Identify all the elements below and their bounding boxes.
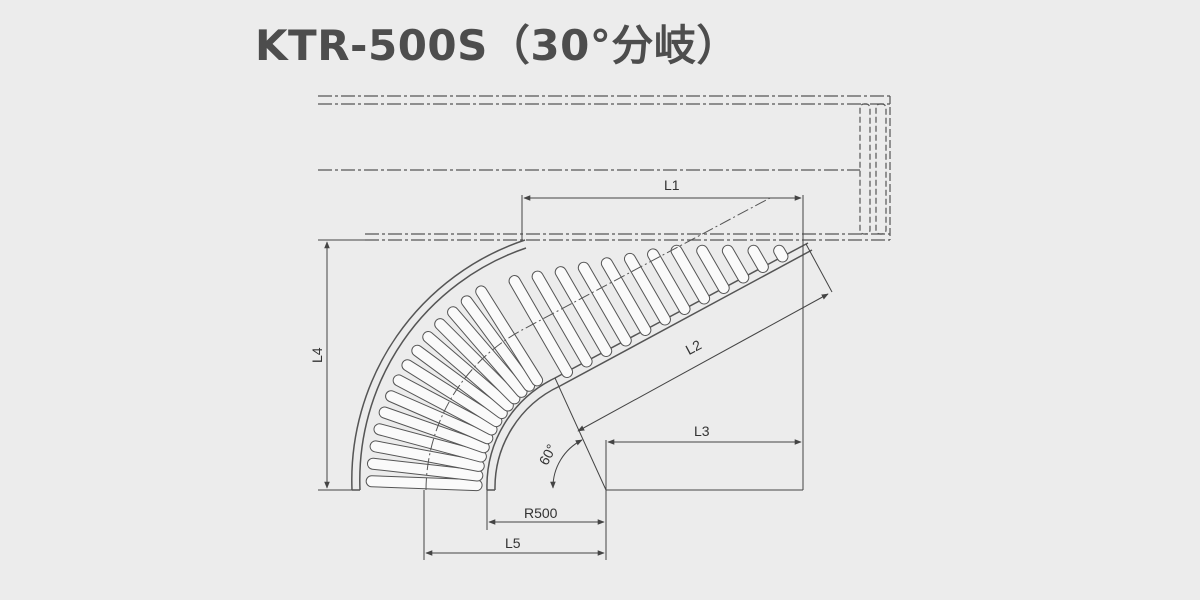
roller-23	[696, 244, 730, 294]
curve-frames	[351, 239, 813, 491]
roller-6	[385, 390, 494, 445]
roller-8	[401, 359, 503, 428]
roller-26	[773, 244, 789, 263]
roller-2	[366, 457, 484, 482]
roller-1	[365, 475, 483, 492]
roller-group	[365, 244, 789, 492]
dimension-lines	[318, 195, 833, 560]
roller-11	[434, 318, 521, 405]
dimension-label-l4: L4	[309, 347, 325, 363]
roller-5	[378, 406, 490, 454]
dimension-label-l2: L2	[683, 336, 704, 358]
dimension-label-radius: R500	[524, 505, 558, 521]
roller-24	[721, 244, 750, 284]
center-line	[425, 197, 771, 491]
angle-label: 60°	[535, 441, 559, 467]
roller-14	[475, 285, 544, 387]
roller-20	[623, 252, 671, 326]
dimension-label-l1: L1	[664, 177, 680, 193]
roller-13	[460, 295, 536, 392]
roller-9	[411, 344, 508, 420]
dimension-label-l5: L5	[505, 535, 521, 551]
roller-15	[508, 275, 574, 378]
roller-7	[392, 374, 498, 436]
roller-10	[422, 331, 514, 412]
roller-12	[447, 306, 528, 398]
page-title: KTR-500S（30°分岐）	[255, 21, 739, 70]
roller-4	[373, 423, 487, 463]
main-conveyor	[318, 95, 891, 241]
dimension-label-l3: L3	[694, 423, 710, 439]
roller-25	[747, 244, 769, 273]
